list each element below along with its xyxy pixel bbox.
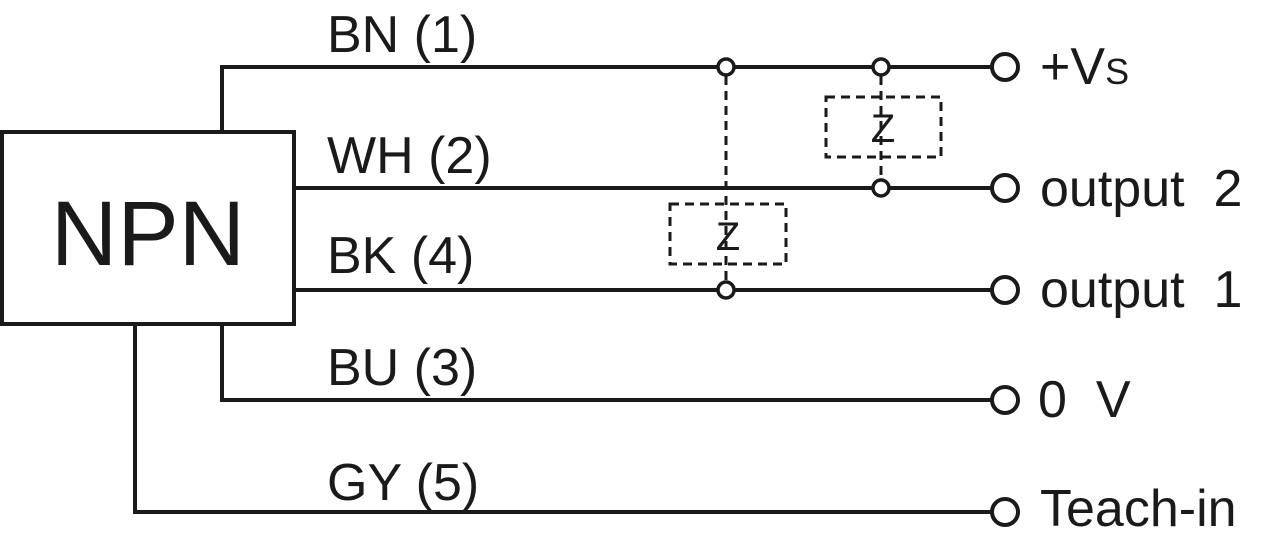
terminal-label-teach-in: Teach-in xyxy=(1040,480,1237,538)
terminal-label-vs-main: +V xyxy=(1040,38,1105,96)
wire-label-bk: BK (4) xyxy=(327,227,474,285)
terminal-label-vs: +VS xyxy=(1040,38,1129,96)
terminal-teach-in xyxy=(990,497,1020,527)
wire-label-bu: BU (3) xyxy=(327,339,477,397)
junction-node-wh-load-2 xyxy=(871,178,891,198)
terminal-output-1 xyxy=(990,275,1020,305)
terminal-label-output-2: output 2 xyxy=(1040,160,1242,218)
load-2-dashed-box xyxy=(824,95,943,159)
wire-label-wh: WH (2) xyxy=(327,127,492,185)
load-2-label: Z xyxy=(871,107,895,151)
terminal-vs xyxy=(990,52,1020,82)
junction-node-bn-load-1 xyxy=(716,57,736,77)
wire-bu xyxy=(220,324,992,402)
terminal-label-output-1: output 1 xyxy=(1040,261,1242,319)
load-1-dashed-box xyxy=(668,202,788,266)
junction-node-bn-load-2 xyxy=(871,57,891,77)
terminal-label-0v: 0 V xyxy=(1038,371,1131,429)
terminal-0v xyxy=(990,385,1020,415)
terminal-label-vs-sub: S xyxy=(1105,51,1129,92)
wire-gy xyxy=(133,324,992,514)
load-1-label: Z xyxy=(716,215,740,259)
sensor-box xyxy=(0,130,296,326)
sensor-label: NPN xyxy=(51,183,245,285)
wire-label-bn: BN (1) xyxy=(327,6,477,64)
wire-label-gy: GY (5) xyxy=(327,454,479,512)
junction-node-bk-load-1 xyxy=(716,280,736,300)
terminal-output-2 xyxy=(990,173,1020,203)
